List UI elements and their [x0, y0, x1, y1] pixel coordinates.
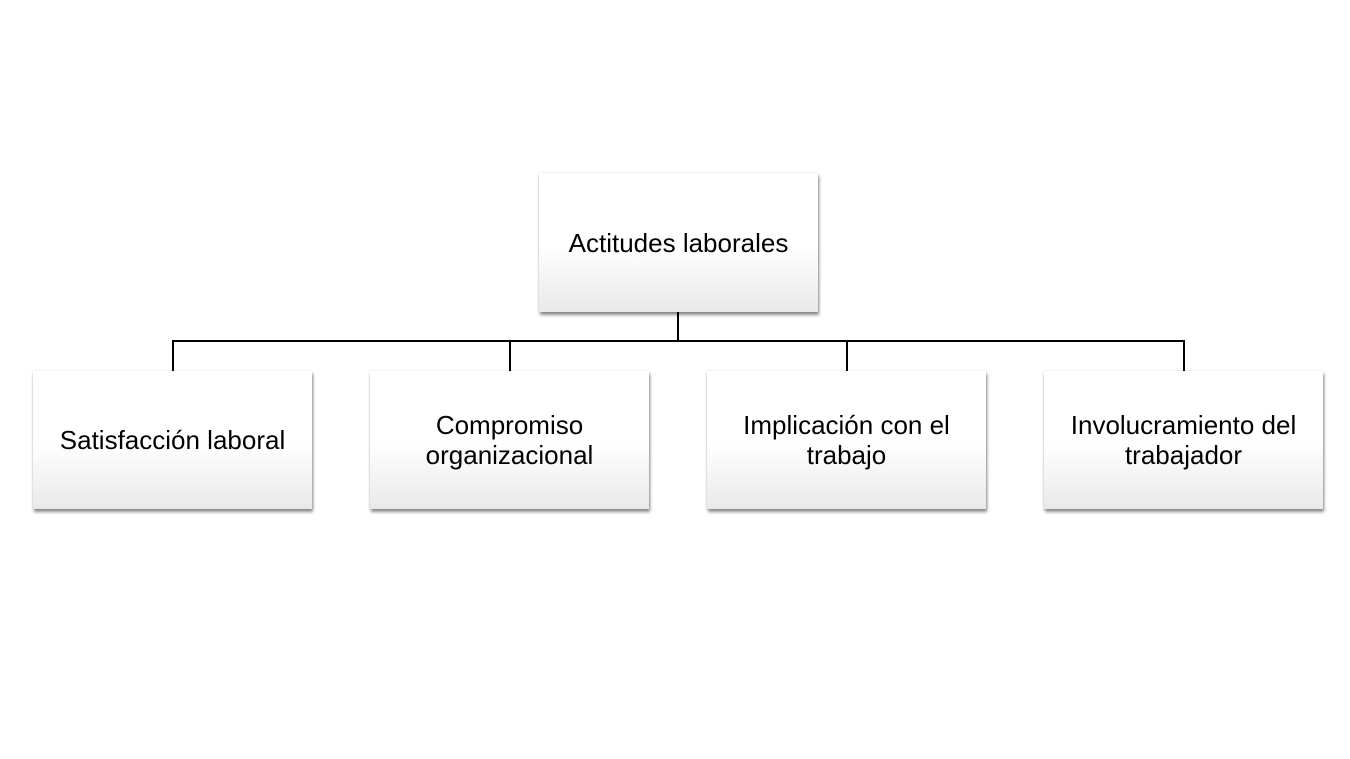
child-node-label: Satisfacción laboral [59, 425, 286, 455]
child-node-label: Compromiso organizacional [425, 410, 594, 470]
connector-child-4 [1183, 340, 1185, 371]
child-node-implicacion-con-el-trabajo: Implicación con el trabajo [707, 371, 986, 509]
connector-child-2 [509, 340, 511, 371]
root-node-actitudes-laborales: Actitudes laborales [539, 173, 818, 312]
connector-horizontal-bus [172, 340, 1185, 342]
connector-child-1 [172, 340, 174, 371]
child-node-label: Involucramiento del trabajador [1070, 410, 1297, 470]
child-node-label: Implicación con el trabajo [743, 410, 950, 470]
connector-root-down [677, 312, 679, 342]
connector-child-3 [846, 340, 848, 371]
root-node-label: Actitudes laborales [568, 227, 789, 258]
child-node-compromiso-organizacional: Compromiso organizacional [370, 371, 649, 509]
child-node-involucramiento-del-trabajador: Involucramiento del trabajador [1044, 371, 1323, 509]
child-node-satisfaccion-laboral: Satisfacción laboral [33, 371, 312, 509]
